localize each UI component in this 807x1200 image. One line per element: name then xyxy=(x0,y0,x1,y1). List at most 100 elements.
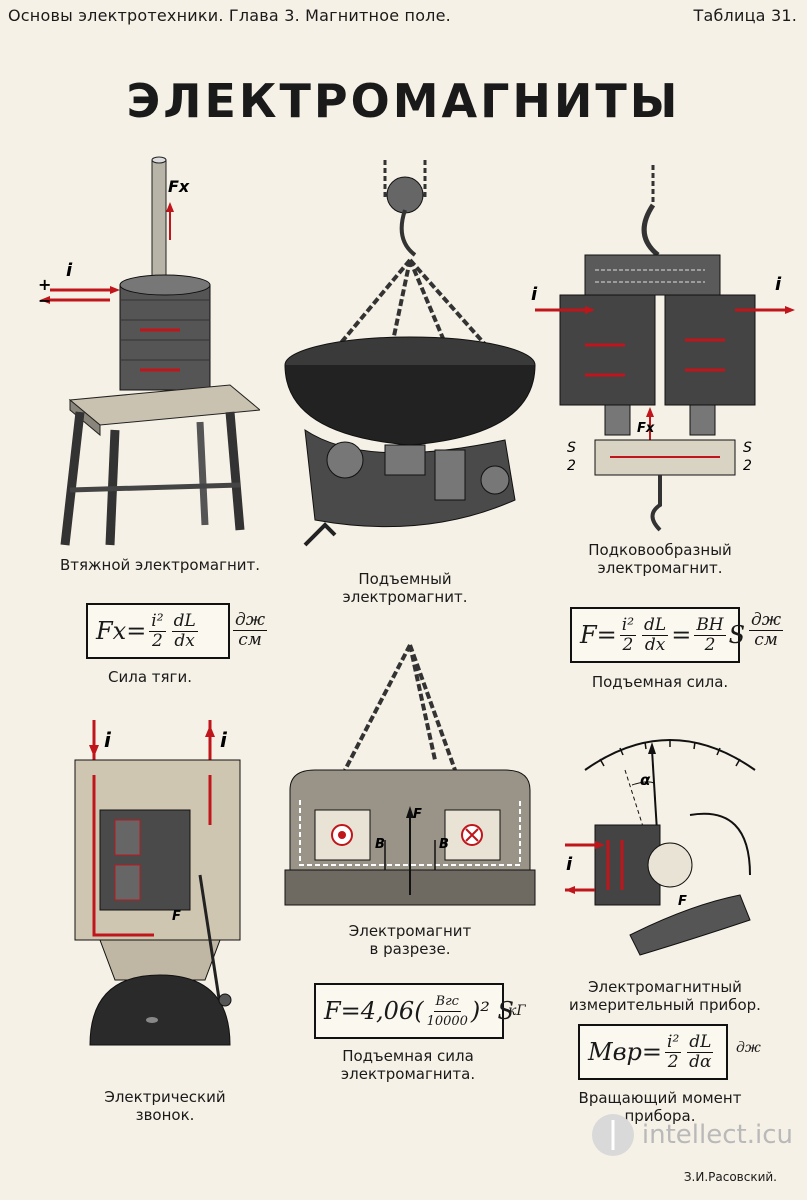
caption-section-line1: Электромагнит xyxy=(348,922,472,940)
watermark-text: intellect.icu xyxy=(641,1120,793,1150)
current-label-i: i xyxy=(566,854,573,875)
caption-section-line2: в разрезе. xyxy=(369,940,451,958)
unit-numerator: дж xyxy=(233,610,268,631)
caption-torque-line1: Вращающий момент xyxy=(578,1089,742,1107)
caption-bell-line2: звонок. xyxy=(135,1106,195,1124)
frac-denominator: dα xyxy=(689,1051,712,1072)
caption-bell-line1: Электрический xyxy=(104,1088,226,1106)
author-signature: З.И.Расовский. xyxy=(683,1170,777,1184)
force-label-fx: Fx xyxy=(637,421,655,436)
frac-numerator: i² xyxy=(619,614,637,636)
formula-torque-lhs: Mвр= xyxy=(588,1038,663,1066)
angle-label-alpha: α xyxy=(640,771,651,789)
current-label-i: i xyxy=(220,728,228,752)
caption-torque-line2: прибора. xyxy=(624,1107,696,1125)
formula-em-rhs: )² S xyxy=(470,997,514,1025)
field-label-b: B xyxy=(439,837,449,852)
caption-bell: Электрический звонок. xyxy=(80,1088,250,1124)
caption-lift-force-em-line2: электромагнита. xyxy=(340,1065,476,1083)
pole-label-2: 2 xyxy=(567,458,576,474)
caption-instrument-line2: измерительный прибор. xyxy=(569,996,761,1014)
caption-torque: Вращающий момент прибора. xyxy=(560,1089,760,1125)
caption-instrument: Электромагнитный измерительный прибор. xyxy=(560,978,770,1014)
pole-label-s: S xyxy=(567,440,576,456)
formula-pull-lhs: Fx= xyxy=(96,617,147,645)
frac-denominator: 2 xyxy=(667,1051,679,1072)
formula-torque-unit: дж xyxy=(736,1040,761,1056)
caption-horseshoe-line2: электромагнит. xyxy=(597,559,723,577)
header-left: Основы электротехники. Глава 3. Магнитно… xyxy=(8,6,451,25)
caption-pull-force: Сила тяги. xyxy=(108,668,192,686)
current-label-i: i xyxy=(66,260,73,281)
frac-numerator: dL xyxy=(171,610,198,632)
frac-numerator: i² xyxy=(149,610,166,632)
unit-denominator: см xyxy=(754,630,778,650)
caption-lifting-line1: Подъемный xyxy=(358,570,452,588)
caption-lift-force: Подъемная сила. xyxy=(591,673,729,691)
horseshoe-electromagnet-illustration: i i Fx S 2 S 2 xyxy=(531,165,795,532)
frac-numerator: BH xyxy=(694,614,726,636)
watermark-logo-icon xyxy=(591,1114,634,1156)
caption-section: Электромагнит в разрезе. xyxy=(310,922,510,958)
caption-pull: Втяжной электромагнит. xyxy=(59,556,261,574)
caption-instrument-line1: Электромагнитный xyxy=(588,978,742,996)
pull-electromagnet-illustration: + − i Fx xyxy=(38,156,260,546)
frac-denominator: 10000 xyxy=(426,1013,468,1029)
field-label-b: B xyxy=(375,837,385,852)
watermark: intellect.icu xyxy=(590,1112,793,1158)
page-title: ЭЛЕКТРОМАГНИТЫ xyxy=(126,74,681,128)
plus-label: + xyxy=(38,275,51,294)
frac-denominator: dx xyxy=(644,634,666,655)
lifting-electromagnet-illustration xyxy=(284,160,536,547)
pole-label-2: 2 xyxy=(743,458,752,474)
formula-em-lhs: F=4,06( xyxy=(324,997,424,1025)
force-label-f: F xyxy=(678,894,687,909)
caption-lifting: Подъемный электромагнит. xyxy=(300,570,510,606)
frac-numerator: dL xyxy=(687,1031,714,1053)
frac-numerator: Bгс xyxy=(433,992,461,1012)
force-label-f: F xyxy=(172,909,181,924)
frac-denominator: dx xyxy=(174,630,195,651)
pole-label-s: S xyxy=(743,440,752,456)
caption-horseshoe: Подковообразный электромагнит. xyxy=(555,541,765,577)
frac-denominator: 2 xyxy=(704,634,716,655)
frac-numerator: i² xyxy=(665,1031,682,1053)
current-label-i: i xyxy=(775,274,782,295)
force-label-f: F xyxy=(413,807,422,822)
formula-lift-tail: S xyxy=(728,621,746,649)
current-label-i: i xyxy=(104,728,112,752)
minus-label: − xyxy=(38,291,51,310)
unit-denominator: см xyxy=(238,630,262,650)
current-label-i: i xyxy=(531,284,538,305)
frac-numerator: dL xyxy=(642,614,669,636)
frac-denominator: 2 xyxy=(152,630,163,651)
header-right: Таблица 31. xyxy=(693,6,797,25)
measuring-instrument-illustration: α i F xyxy=(565,739,756,956)
frac-denominator: 2 xyxy=(622,634,634,655)
formula-lift-eq: = xyxy=(671,621,692,649)
formula-lift-lhs: F= xyxy=(580,621,617,649)
unit-numerator: дж xyxy=(749,610,784,631)
caption-horseshoe-line1: Подковообразный xyxy=(588,541,732,559)
force-label-fx: Fx xyxy=(168,177,190,196)
caption-lift-force-em-line1: Подъемная сила xyxy=(342,1047,474,1065)
electric-bell-illustration: i i F xyxy=(74,720,241,1046)
section-electromagnet-illustration: F B B xyxy=(284,644,536,906)
caption-lifting-line2: электромагнит. xyxy=(342,588,468,606)
caption-lift-force-em: Подъемная сила электромагнита. xyxy=(318,1047,498,1083)
